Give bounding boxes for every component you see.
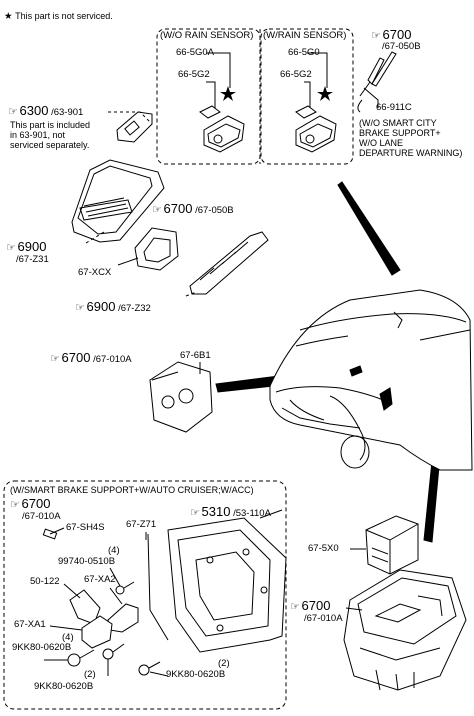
part-67-sh4s[interactable]: 67-SH4S [66,522,105,533]
callout-6300[interactable]: ☞ 6300 /63-901 [8,104,83,118]
not-serviced-star [317,86,333,101]
part-9kk80-0620b-c[interactable]: 9KK80-0620B [166,669,226,680]
part-66-5g2-left[interactable]: 66-5G2 [178,69,210,80]
part-9kk80-0620b-b[interactable]: 9KK80-0620B [34,681,94,692]
qty-2-b: (2) [218,658,230,669]
callout-ref: /67-Z31 [16,254,49,265]
note-line: BRAKE SUPPORT+ [359,128,441,138]
callout-6700-top[interactable]: ☞ 6700 [371,28,411,42]
cover-67-5x0 [365,515,419,575]
rain-sensor-body-left [203,115,245,153]
callout-ref: /67-050B [382,41,421,52]
bolt-9kk80-left [67,649,95,667]
harness-66-911c [357,51,397,113]
part-66-911c-note: (W/O SMART CITY BRAKE SUPPORT+ W/O LANE … [359,118,462,158]
part-67-6b1[interactable]: 67-6B1 [180,350,211,361]
star-glyph: ★ [4,11,13,22]
bolt-99740-0510b [115,581,135,595]
callout-6700-010a-box[interactable]: ☞ 6700 [10,497,50,511]
callout-ref: /63-901 [51,107,84,118]
part-9kk80-0620b-a[interactable]: 9KK80-0620B [12,642,72,653]
not-serviced-legend: ★ This part is not serviced. [4,11,113,22]
callout-ref: /53-110A [233,508,271,519]
part-66-5g0[interactable]: 66-5G0 [288,47,320,58]
callout-number: 6900 [17,239,47,254]
frame-53-110a [167,517,287,653]
note-line: DEPARTURE WARNING) [359,148,463,158]
box-67-010a [343,569,467,691]
callout-number: 6300 [19,103,49,118]
hand-pointer-icon: ☞ [152,204,162,216]
callout-number: 6900 [86,299,116,314]
note-line: (W/O SMART CITY [359,118,437,128]
callout-ref: /67-010A [22,511,61,522]
callout-number: 6700 [21,496,51,511]
note-line: serviced separately. [10,140,90,150]
part-66-911c[interactable]: 66-911C [376,102,412,113]
car-outline [269,289,473,471]
callout-6300-note: This part is included in 63-901, not ser… [10,120,90,150]
qty-4-a: (4) [108,545,120,556]
not-serviced-star [220,86,236,101]
cover-63-901 [116,111,153,143]
callout-number: 6700 [382,27,412,42]
callout-ref: /67-Z32 [118,303,151,314]
w-rain-sensor-box [260,28,354,165]
rain-sensor-body-right [295,115,337,153]
hand-pointer-icon: ☞ [8,106,18,118]
hand-pointer-icon: ☞ [190,507,200,519]
callout-5310[interactable]: ☞ 5310 /53-110A [190,505,271,519]
callout-ref: /67-010A [304,613,343,624]
smart-brake-box [3,480,287,710]
camera-67-6b1 [149,361,213,433]
qty-4-b: (4) [62,632,74,643]
callout-number: 6700 [163,201,193,216]
part-66-5g2-right[interactable]: 66-5G2 [280,69,312,80]
part-67-xa2[interactable]: 67-XA2 [84,574,116,585]
hand-pointer-icon: ☞ [371,30,381,42]
note-line: This part is included [10,120,91,130]
note-line: in 63-901, not [10,130,66,140]
callout-6900-left[interactable]: ☞ 6900 [6,240,46,254]
callout-ref: /67-010A [93,354,132,365]
part-99740-0510b[interactable]: 99740-0510B [58,556,116,567]
callout-ref: /67-050B [195,205,234,216]
callout-6900-right[interactable]: ☞ 6900 /67-Z32 [75,300,151,314]
part-67-z71[interactable]: 67-Z71 [126,519,157,530]
hand-pointer-icon: ☞ [50,353,60,365]
bolt-9kk80-right [138,661,161,676]
part-67-xcx[interactable]: 67-XCX [78,267,112,278]
w-rain-sensor-title: (W/RAIN SENSOR) [263,30,347,41]
pointer-arrow [337,181,401,276]
part-67-xa1[interactable]: 67-XA1 [14,619,46,630]
housing-67-z31 [71,159,165,243]
wo-rain-sensor-title: (W/O RAIN SENSOR) [160,30,254,41]
smart-brake-box-title: (W/SMART BRAKE SUPPORT+W/AUTO CRUISER;W/… [10,485,254,495]
part-66-5g0a[interactable]: 66-5G0A [176,47,215,58]
not-serviced-text: This part is not serviced. [15,11,113,21]
callout-6700-mid[interactable]: ☞ 6700 /67-050B [152,202,234,216]
callout-6700-010a-br[interactable]: ☞ 6700 [290,599,330,613]
wo-rain-sensor-box [156,28,261,165]
hand-pointer-icon: ☞ [290,601,300,613]
callout-number: 5310 [201,504,231,519]
hand-pointer-icon: ☞ [6,242,16,254]
part-67-5x0[interactable]: 67-5X0 [308,543,339,554]
part-50-122[interactable]: 50-122 [30,576,60,587]
strip-67-z32 [189,231,269,295]
qty-2-a: (2) [84,669,96,680]
note-line: W/O LANE [359,138,404,148]
bracket-67-xcx [134,227,179,271]
hand-pointer-icon: ☞ [75,302,85,314]
bolt-9kk80-mid [102,643,125,660]
hand-pointer-icon: ☞ [10,499,20,511]
callout-6700-010a-mid[interactable]: ☞ 6700 /67-010A [50,351,132,365]
callout-number: 6700 [301,598,331,613]
callout-number: 6700 [61,350,91,365]
